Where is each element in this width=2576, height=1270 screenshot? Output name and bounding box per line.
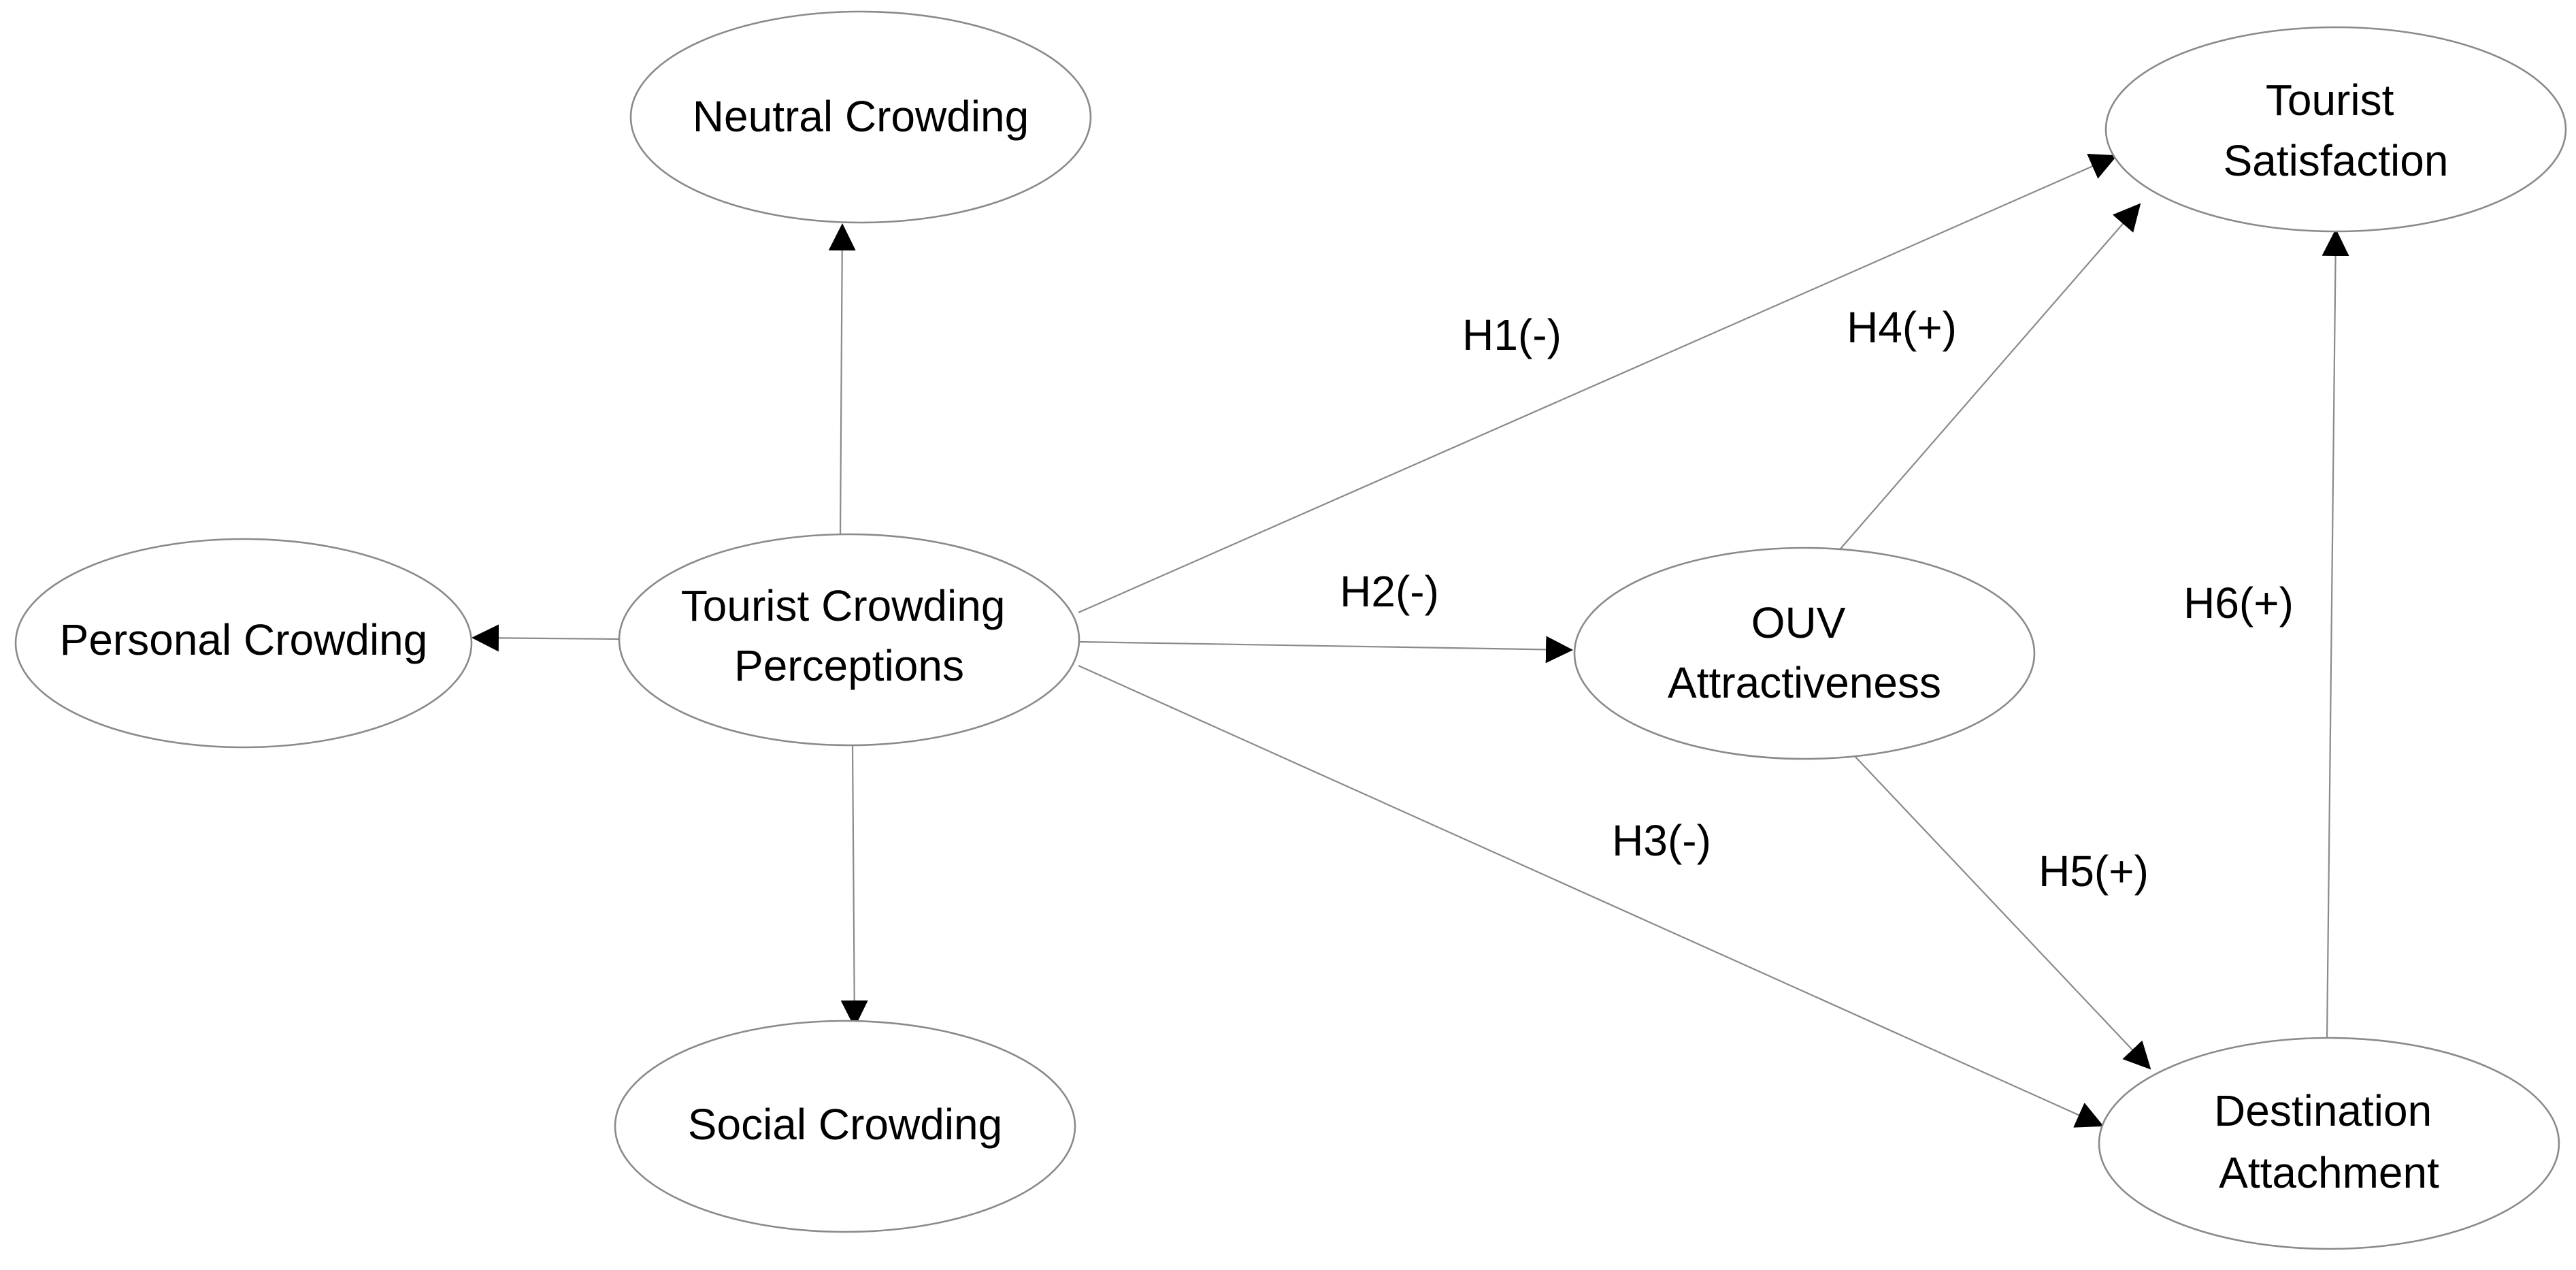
edge-tcp-to-social [840, 745, 868, 1028]
edge-label-h5: H5(+) [2038, 847, 2149, 896]
node-tourist-crowding-perceptions: Tourist Crowding Perceptions [618, 533, 1080, 747]
svg-text:Social Crowding: Social Crowding [688, 1100, 1002, 1149]
node-social-crowding: Social Crowding [614, 1020, 1076, 1233]
edge-label-h3: H3(-) [1612, 816, 1711, 865]
node-label-line: OUV [1751, 598, 1846, 647]
node-label-line: Attractiveness [1668, 658, 1941, 707]
edge-h1-tcp-to-satisfaction [1078, 153, 2117, 614]
edge-h3-tcp-to-attachment [1078, 664, 2104, 1128]
node-label-line: Personal Crowding [60, 615, 428, 664]
node-personal-crowding: Personal Crowding [14, 538, 473, 749]
node-label-line: Tourist Crowding [681, 581, 1006, 630]
edge-h6-attachment-to-satisfaction [2322, 229, 2349, 1041]
node-label-line: Social Crowding [688, 1100, 1002, 1149]
edge-tcp-to-neutral [828, 223, 856, 536]
edge-h5-ouv-to-attachment [1853, 755, 2151, 1070]
node-label-line: Satisfaction [2224, 136, 2449, 185]
node-label-line: Tourist [2266, 76, 2394, 125]
node-tourist-satisfaction: Tourist Satisfaction [2104, 26, 2567, 233]
node-label-line: Perceptions [734, 641, 964, 690]
svg-text:Neutral Crowding: Neutral Crowding [693, 92, 1029, 141]
edge-h2-tcp-to-ouv [1078, 636, 1573, 664]
edge-label-h2: H2(-) [1340, 567, 1439, 616]
svg-text:Personal Crowding: Personal Crowding [60, 615, 428, 664]
edge-h4-ouv-to-satisfaction [1836, 203, 2141, 553]
node-ouv-attractiveness: OUV Attractiveness [1573, 547, 2036, 760]
svg-text:Tourist Crowding Percept: Tourist Crowding Perceptions [681, 581, 1017, 690]
svg-text:Tourist Satisfaction: Tourist Satisfaction [2224, 76, 2449, 185]
svg-text:Destination Attachment: Destination Attachment [2214, 1086, 2444, 1197]
edge-tcp-to-personal [472, 624, 620, 652]
node-label-line: Attachment [2219, 1148, 2439, 1197]
edge-label-h1: H1(-) [1462, 310, 1562, 359]
node-neutral-crowding: Neutral Crowding [629, 10, 1092, 224]
svg-text:OUV Attractiveness: OUV Attractiveness [1668, 598, 1941, 707]
node-label-line: Neutral Crowding [693, 92, 1029, 141]
node-label-line: Destination [2214, 1086, 2432, 1135]
edge-label-h6: H6(+) [2183, 579, 2294, 628]
node-destination-attachment: Destination Attachment [2098, 1037, 2560, 1250]
edge-label-h4: H4(+) [1847, 303, 1957, 352]
